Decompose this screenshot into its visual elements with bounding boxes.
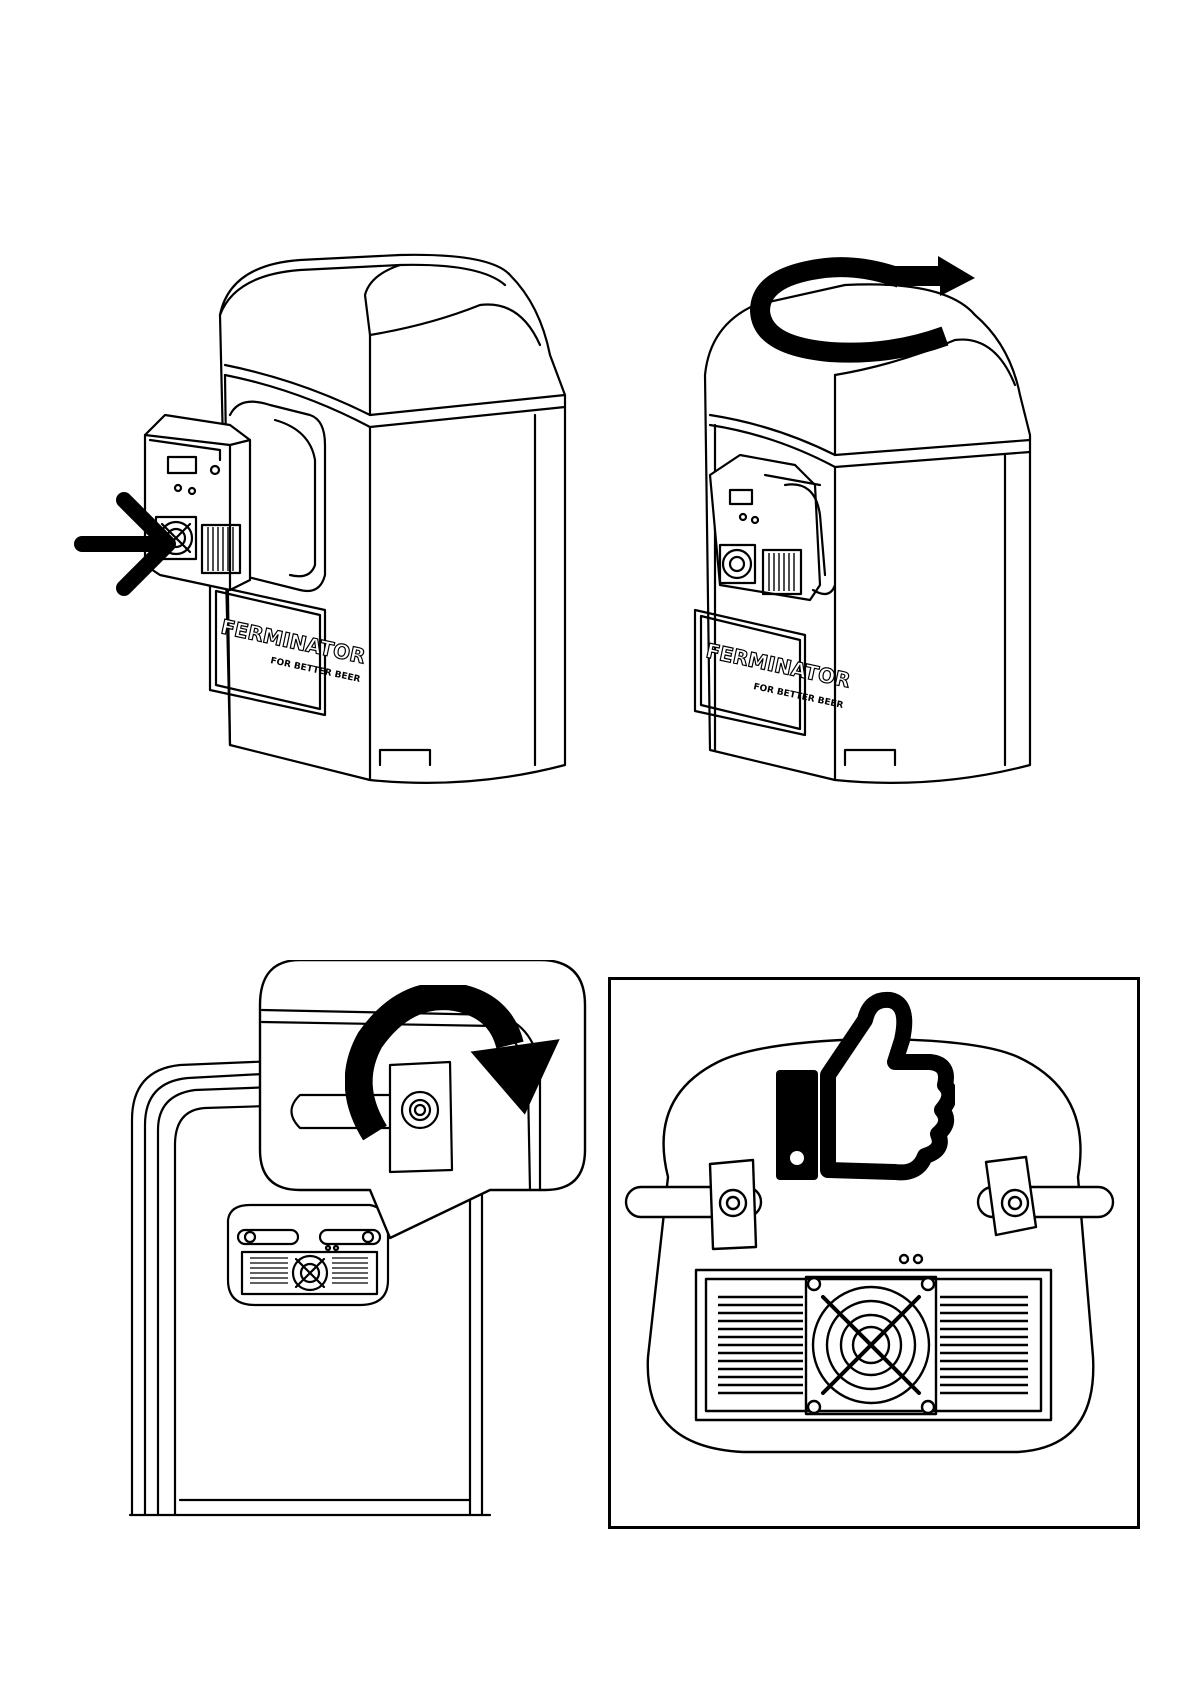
thumbs-up-icon: [770, 990, 955, 1185]
lid-rotate-arrow-icon: [750, 256, 980, 366]
push-arrow-icon: [74, 488, 184, 600]
latch-rotate-arrow-icon: [345, 985, 575, 1150]
